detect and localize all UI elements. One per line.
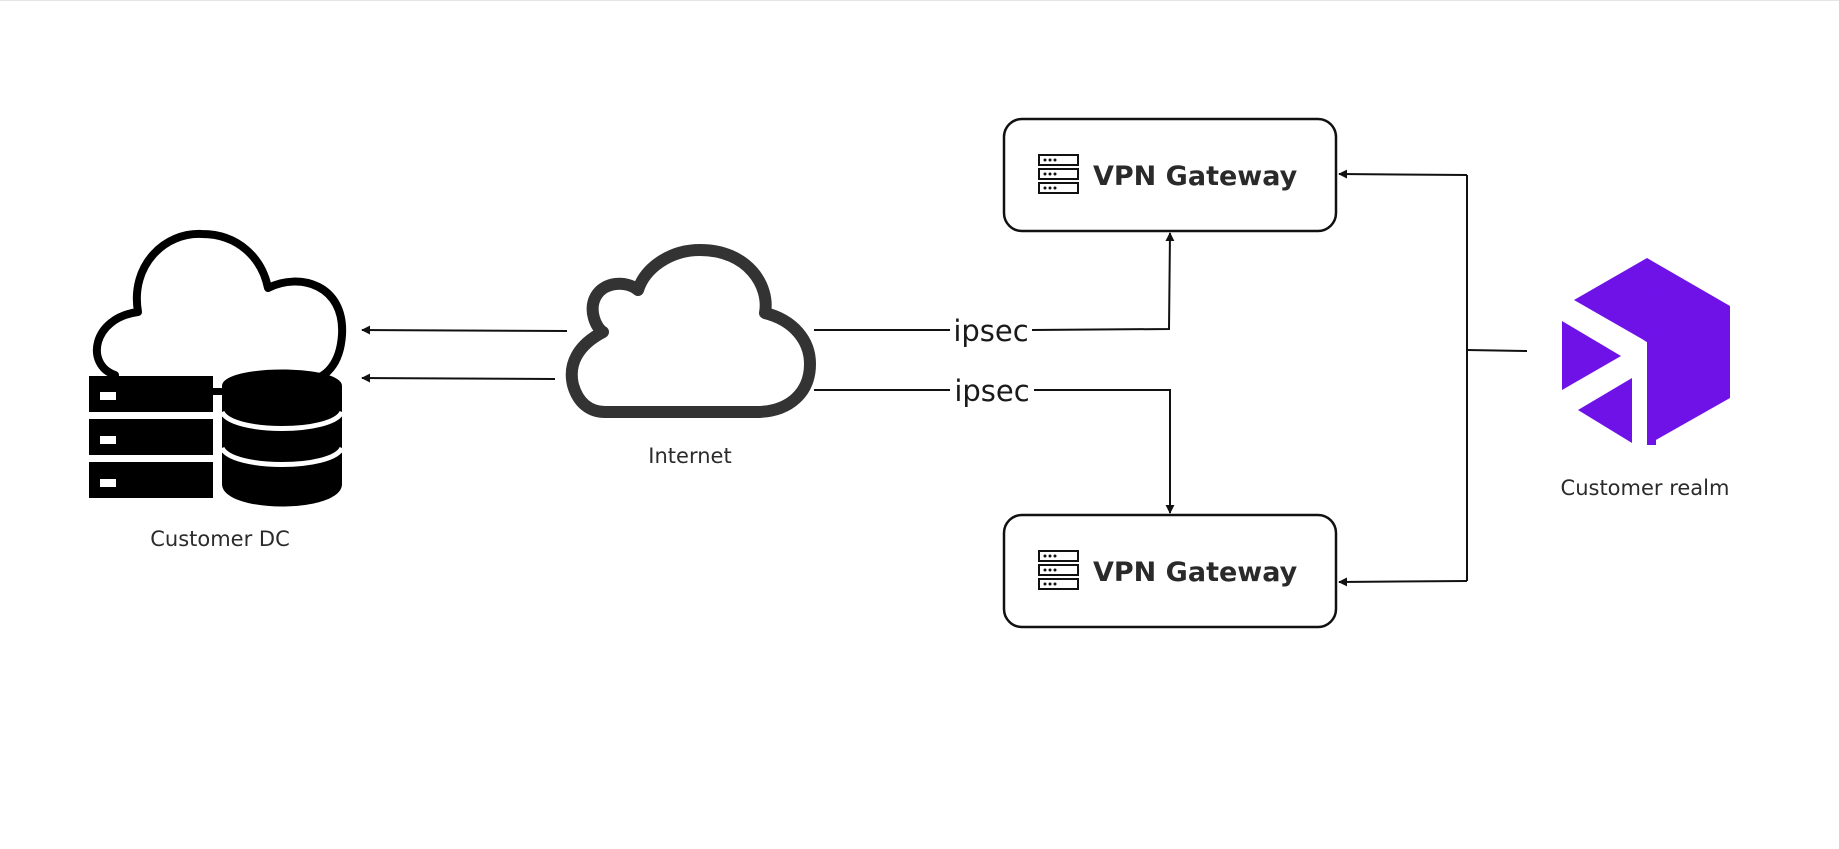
vpn-gateway-bottom-label: VPN Gateway — [1093, 557, 1298, 588]
realm-to-gateways-connector — [1338, 169, 1528, 587]
cloud-icon — [565, 244, 816, 418]
realm-hexagon-logo — [1562, 258, 1730, 445]
server-rack-icon — [1038, 550, 1079, 590]
customer-realm-label: Customer realm — [1561, 476, 1730, 500]
arrow-internet-to-dc-upper — [361, 325, 568, 335]
vpn-gateway-bottom[interactable]: VPN Gateway — [1002, 513, 1338, 629]
internet-label: Internet — [648, 444, 731, 468]
customer-realm-node[interactable]: Customer realm — [1561, 258, 1730, 500]
top-border — [0, 0, 1839, 1]
arrow-internet-to-dc-lower — [361, 373, 556, 383]
ipsec-label-bottom: ipsec — [954, 374, 1029, 408]
customer-dc-label: Customer DC — [150, 527, 290, 551]
server-rack-icon — [1038, 154, 1079, 194]
vpn-gateway-top-label: VPN Gateway — [1093, 161, 1298, 192]
internet-node[interactable]: Internet — [565, 244, 816, 468]
vpn-gateway-top[interactable]: VPN Gateway — [1002, 117, 1338, 233]
ipsec-edge-top[interactable]: ipsec — [814, 232, 1175, 348]
ipsec-label-top: ipsec — [953, 314, 1028, 348]
ipsec-edge-bottom[interactable]: ipsec — [814, 374, 1175, 514]
customer-dc-node[interactable]: Customer DC — [89, 229, 347, 551]
cloud-server-database-icon — [89, 229, 347, 507]
